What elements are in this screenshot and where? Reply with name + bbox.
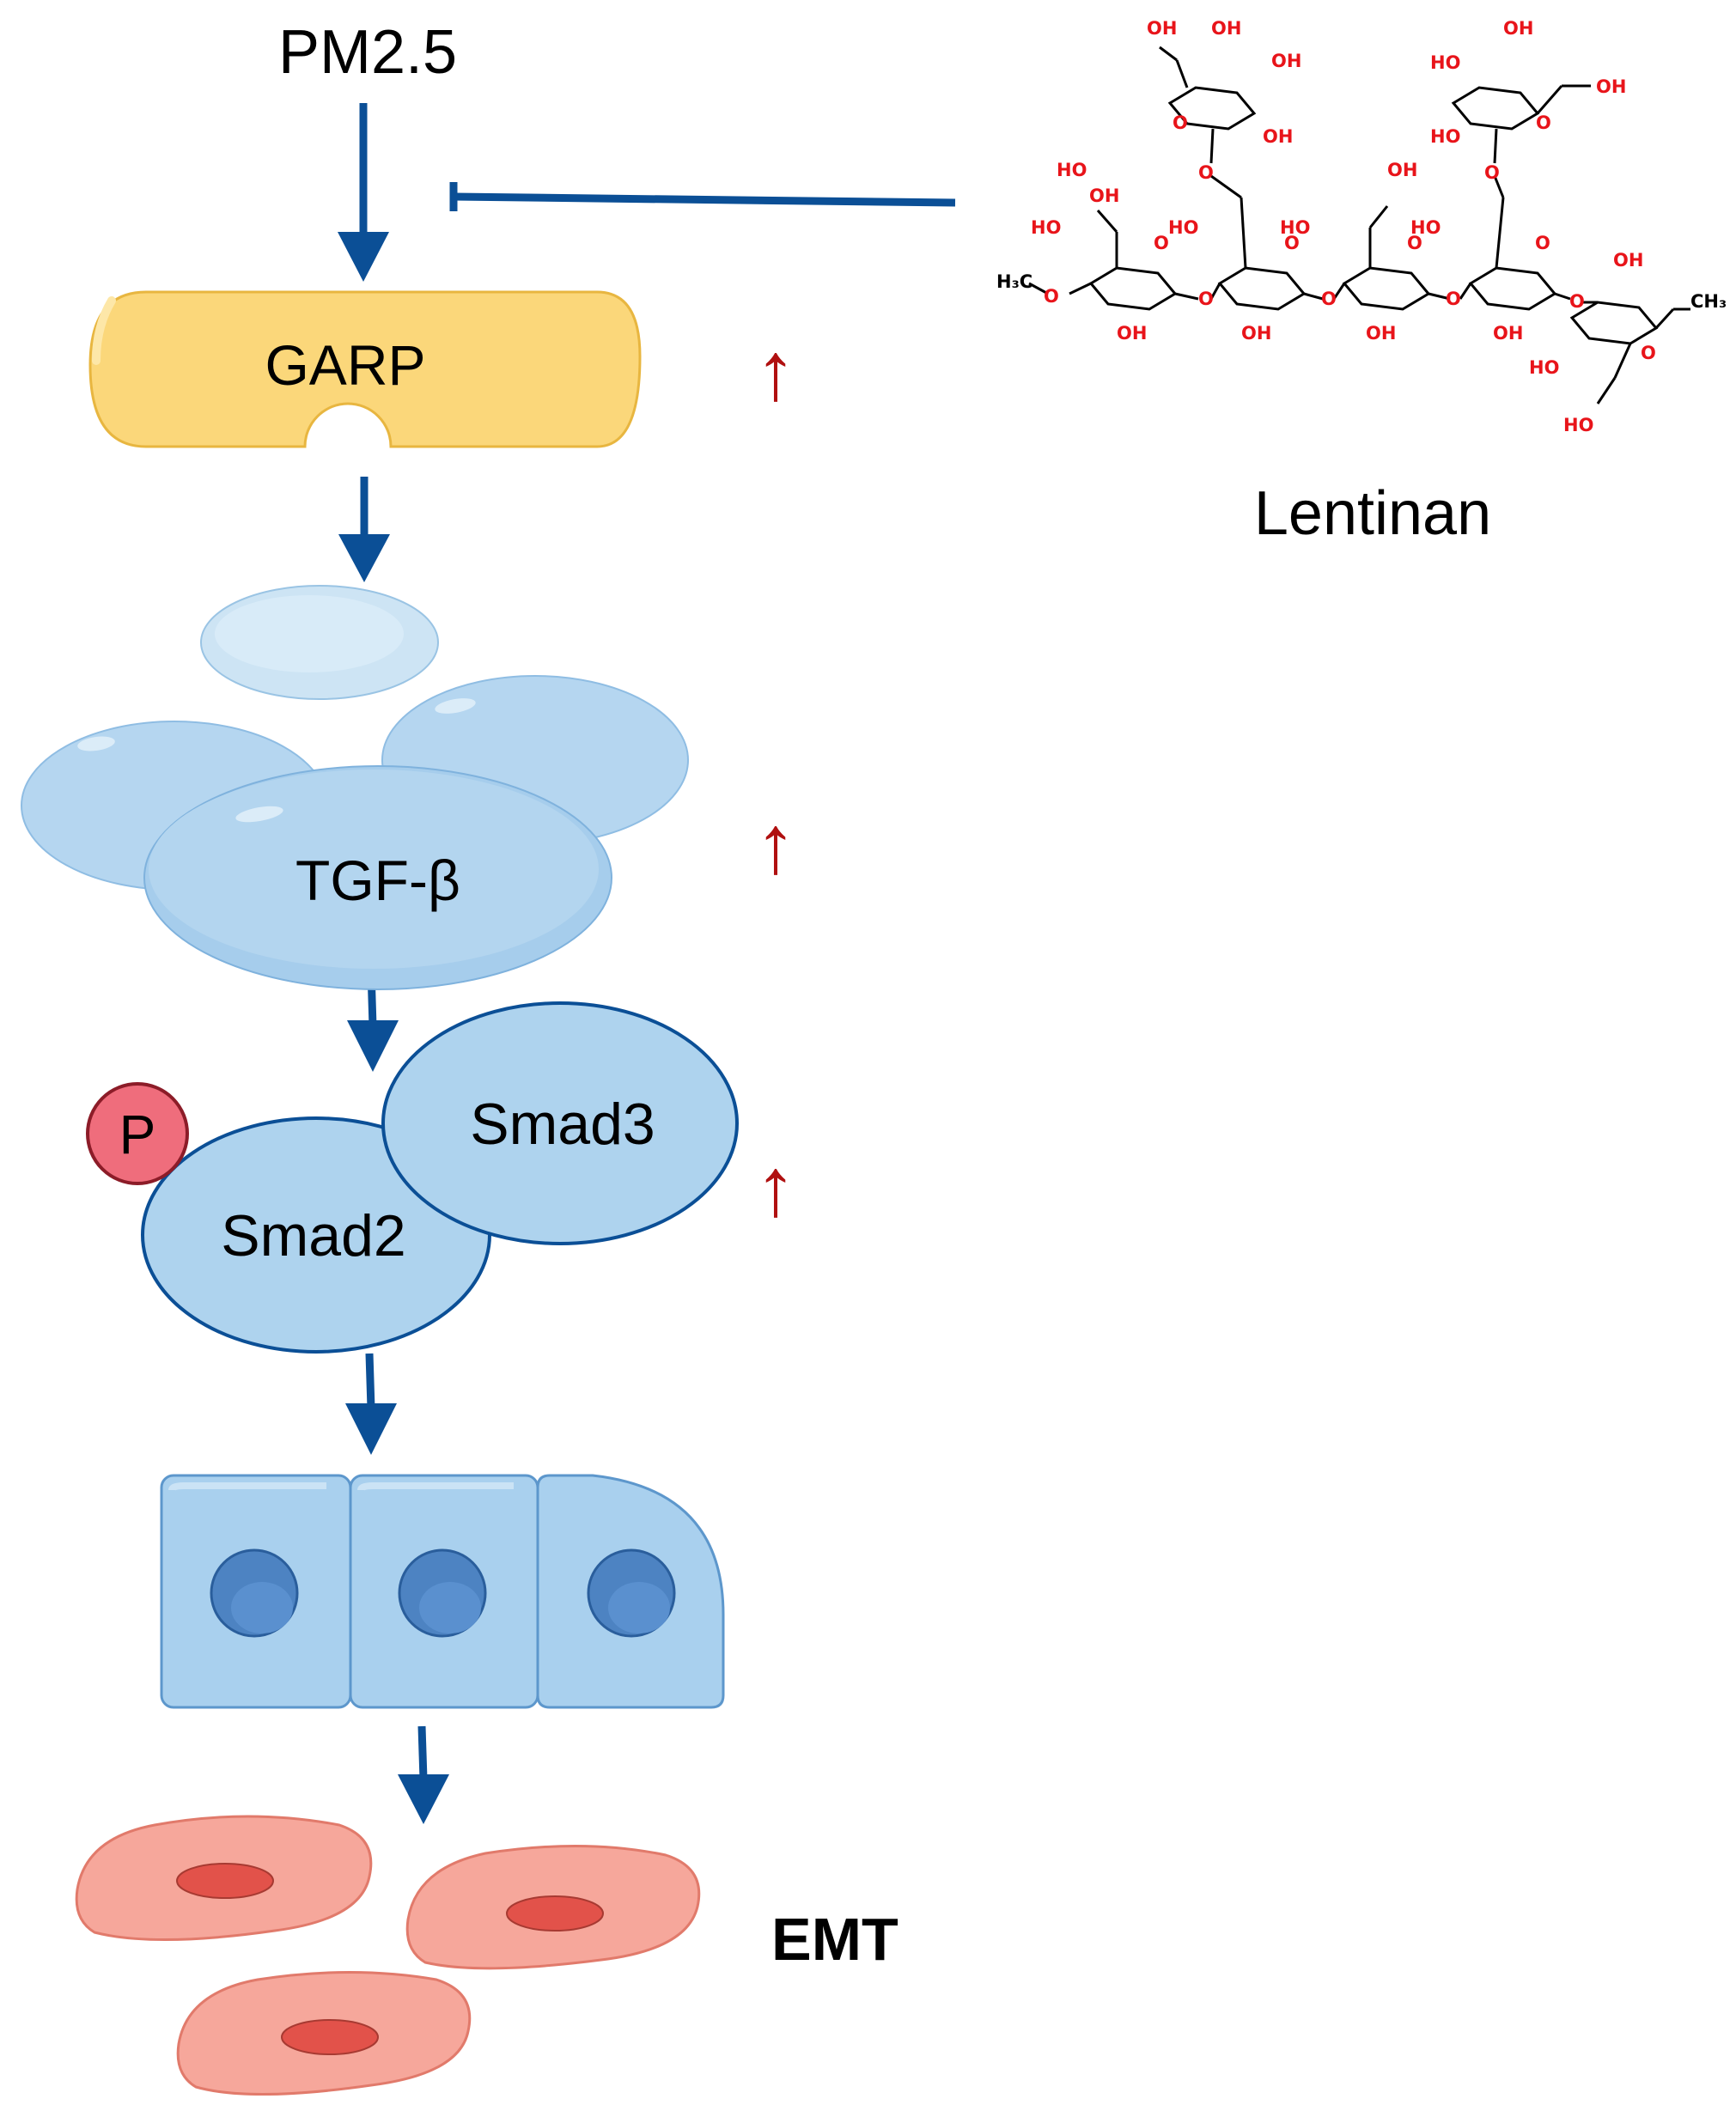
phosphate-group [86,1082,189,1185]
emt-label: EMT [771,1906,898,1973]
atom-label: OH [1271,51,1301,71]
atom-label: OH [1263,126,1293,147]
atom-label: O [1173,113,1188,133]
epithelial-cell [536,1474,725,1709]
up-arrow-garp: ↑ [755,325,796,417]
flow-arrows [338,103,449,1824]
pm25-label: PM2.5 [278,18,457,87]
lentinan-structure [1028,46,1690,405]
atom-label: HO [1410,217,1441,238]
atom-label: OH [1613,250,1643,271]
garp-label: GARP [265,333,425,397]
garp-receptor [88,290,642,448]
atom-label: O [1535,233,1550,253]
up-arrow-smad: ↑ [755,1141,796,1233]
atom-label: CH₃ [1690,291,1727,312]
atom-label: O [1569,291,1585,312]
tgf-beta-label: TGF-β [295,849,460,912]
lentinan-label: Lentinan [1254,479,1491,548]
atom-label: OH [1147,18,1177,39]
lentinan-methyl-labels: H₃C CH₃ [996,271,1727,312]
atom-label: HO [1057,160,1087,180]
atom-label: OH [1493,323,1523,344]
lentinan-atom-labels: OH OH OH OH O O OH HO OH HO O O HO OH HO… [1031,18,1656,435]
epithelial-cells [160,1474,725,1709]
upregulation-arrows: ↑ ↑ ↑ [755,325,796,1233]
smad2-label: Smad2 [221,1203,405,1268]
lentinan-inhibition-line [449,182,956,211]
arrow-smad-to-epithelial [345,1353,397,1455]
atom-label: O [1044,286,1059,307]
atom-label: O [1536,113,1551,133]
atom-label: HO [1563,415,1593,435]
atom-label: OH [1596,76,1626,97]
atom-label: HO [1430,52,1460,73]
arrow-pm25-to-garp [338,103,389,282]
epithelial-cell [349,1474,539,1709]
atom-label: O [1154,233,1169,253]
smad-complex [141,1001,739,1354]
atom-label: OH [1211,18,1241,39]
tgf-beta-complex [21,585,689,990]
arrow-garp-to-tgf [338,477,390,582]
mesenchymal-cells [75,1815,701,2096]
atom-label: HO [1168,217,1198,238]
mesenchymal-cell [405,1844,701,1970]
smad3-label: Smad3 [470,1092,655,1157]
mesenchymal-cell [75,1815,373,1942]
phosphate-label: P [119,1104,156,1165]
epithelial-cell [160,1474,352,1709]
atom-label: O [1407,233,1422,253]
atom-label: HO [1280,217,1310,238]
atom-label: O [1284,233,1300,253]
atom-label: HO [1430,126,1460,147]
atom-label: O [1321,289,1337,309]
atom-label: HO [1529,357,1559,378]
arrow-epithelial-to-mesenchymal [398,1725,449,1824]
atom-label: OH [1089,186,1119,206]
atom-label: O [1641,343,1656,363]
atom-label: O [1198,162,1214,183]
atom-label: HO [1031,217,1061,238]
atom-label: OH [1387,160,1417,180]
atom-label: OH [1117,323,1147,344]
up-arrow-tgf: ↑ [755,799,796,891]
atom-label: OH [1503,18,1533,39]
atom-label: O [1446,289,1461,309]
atom-label: O [1198,289,1214,309]
atom-label: O [1484,162,1500,183]
atom-label: OH [1366,323,1396,344]
atom-label: H₃C [996,271,1032,292]
mesenchymal-cell [176,1971,472,2096]
atom-label: OH [1241,323,1271,344]
